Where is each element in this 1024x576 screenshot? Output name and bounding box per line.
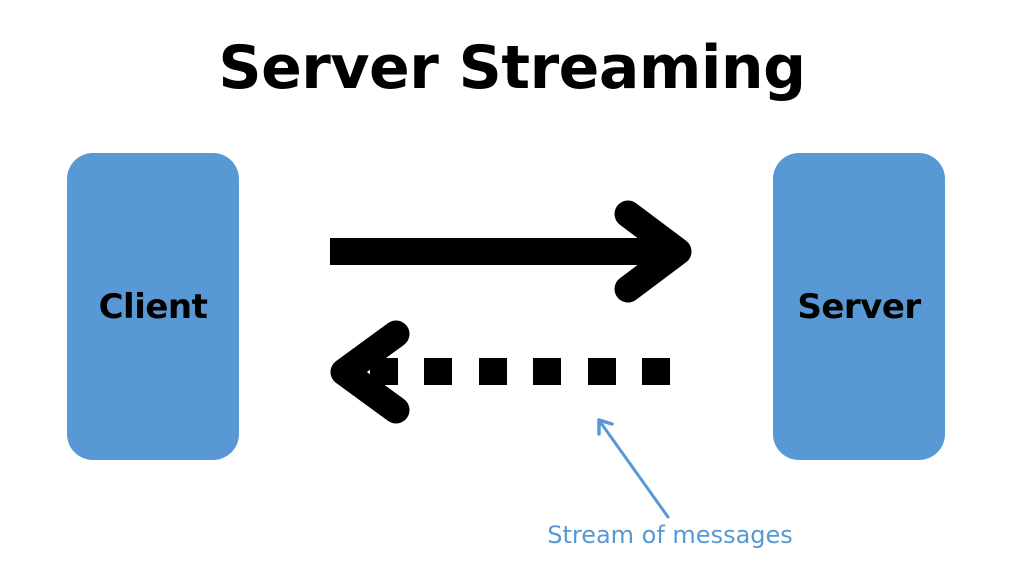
stream-dash-3 (479, 358, 507, 385)
stream-dash-5 (588, 358, 616, 385)
stream-arrow-head (330, 320, 410, 424)
stream-dash-6 (642, 358, 670, 385)
stream-dash-4 (533, 358, 561, 385)
stream-dash-2 (424, 358, 452, 385)
annotation-pointer-line (599, 421, 670, 519)
diagram-title: Server Streaming (218, 33, 806, 103)
client-label: Client (98, 286, 208, 327)
server-node: Server (773, 153, 945, 460)
client-node: Client (67, 153, 239, 460)
annotation-pointer-head (597, 418, 614, 436)
request-arrow (330, 200, 692, 303)
stream-dash-1 (370, 358, 398, 385)
request-arrow-head (614, 200, 692, 303)
request-arrow-shaft (330, 238, 675, 265)
stream-arrow (330, 320, 670, 424)
annotation-pointer-arrow (597, 418, 670, 519)
server-label: Server (797, 286, 921, 327)
annotation-label: Stream of messages (547, 521, 793, 549)
